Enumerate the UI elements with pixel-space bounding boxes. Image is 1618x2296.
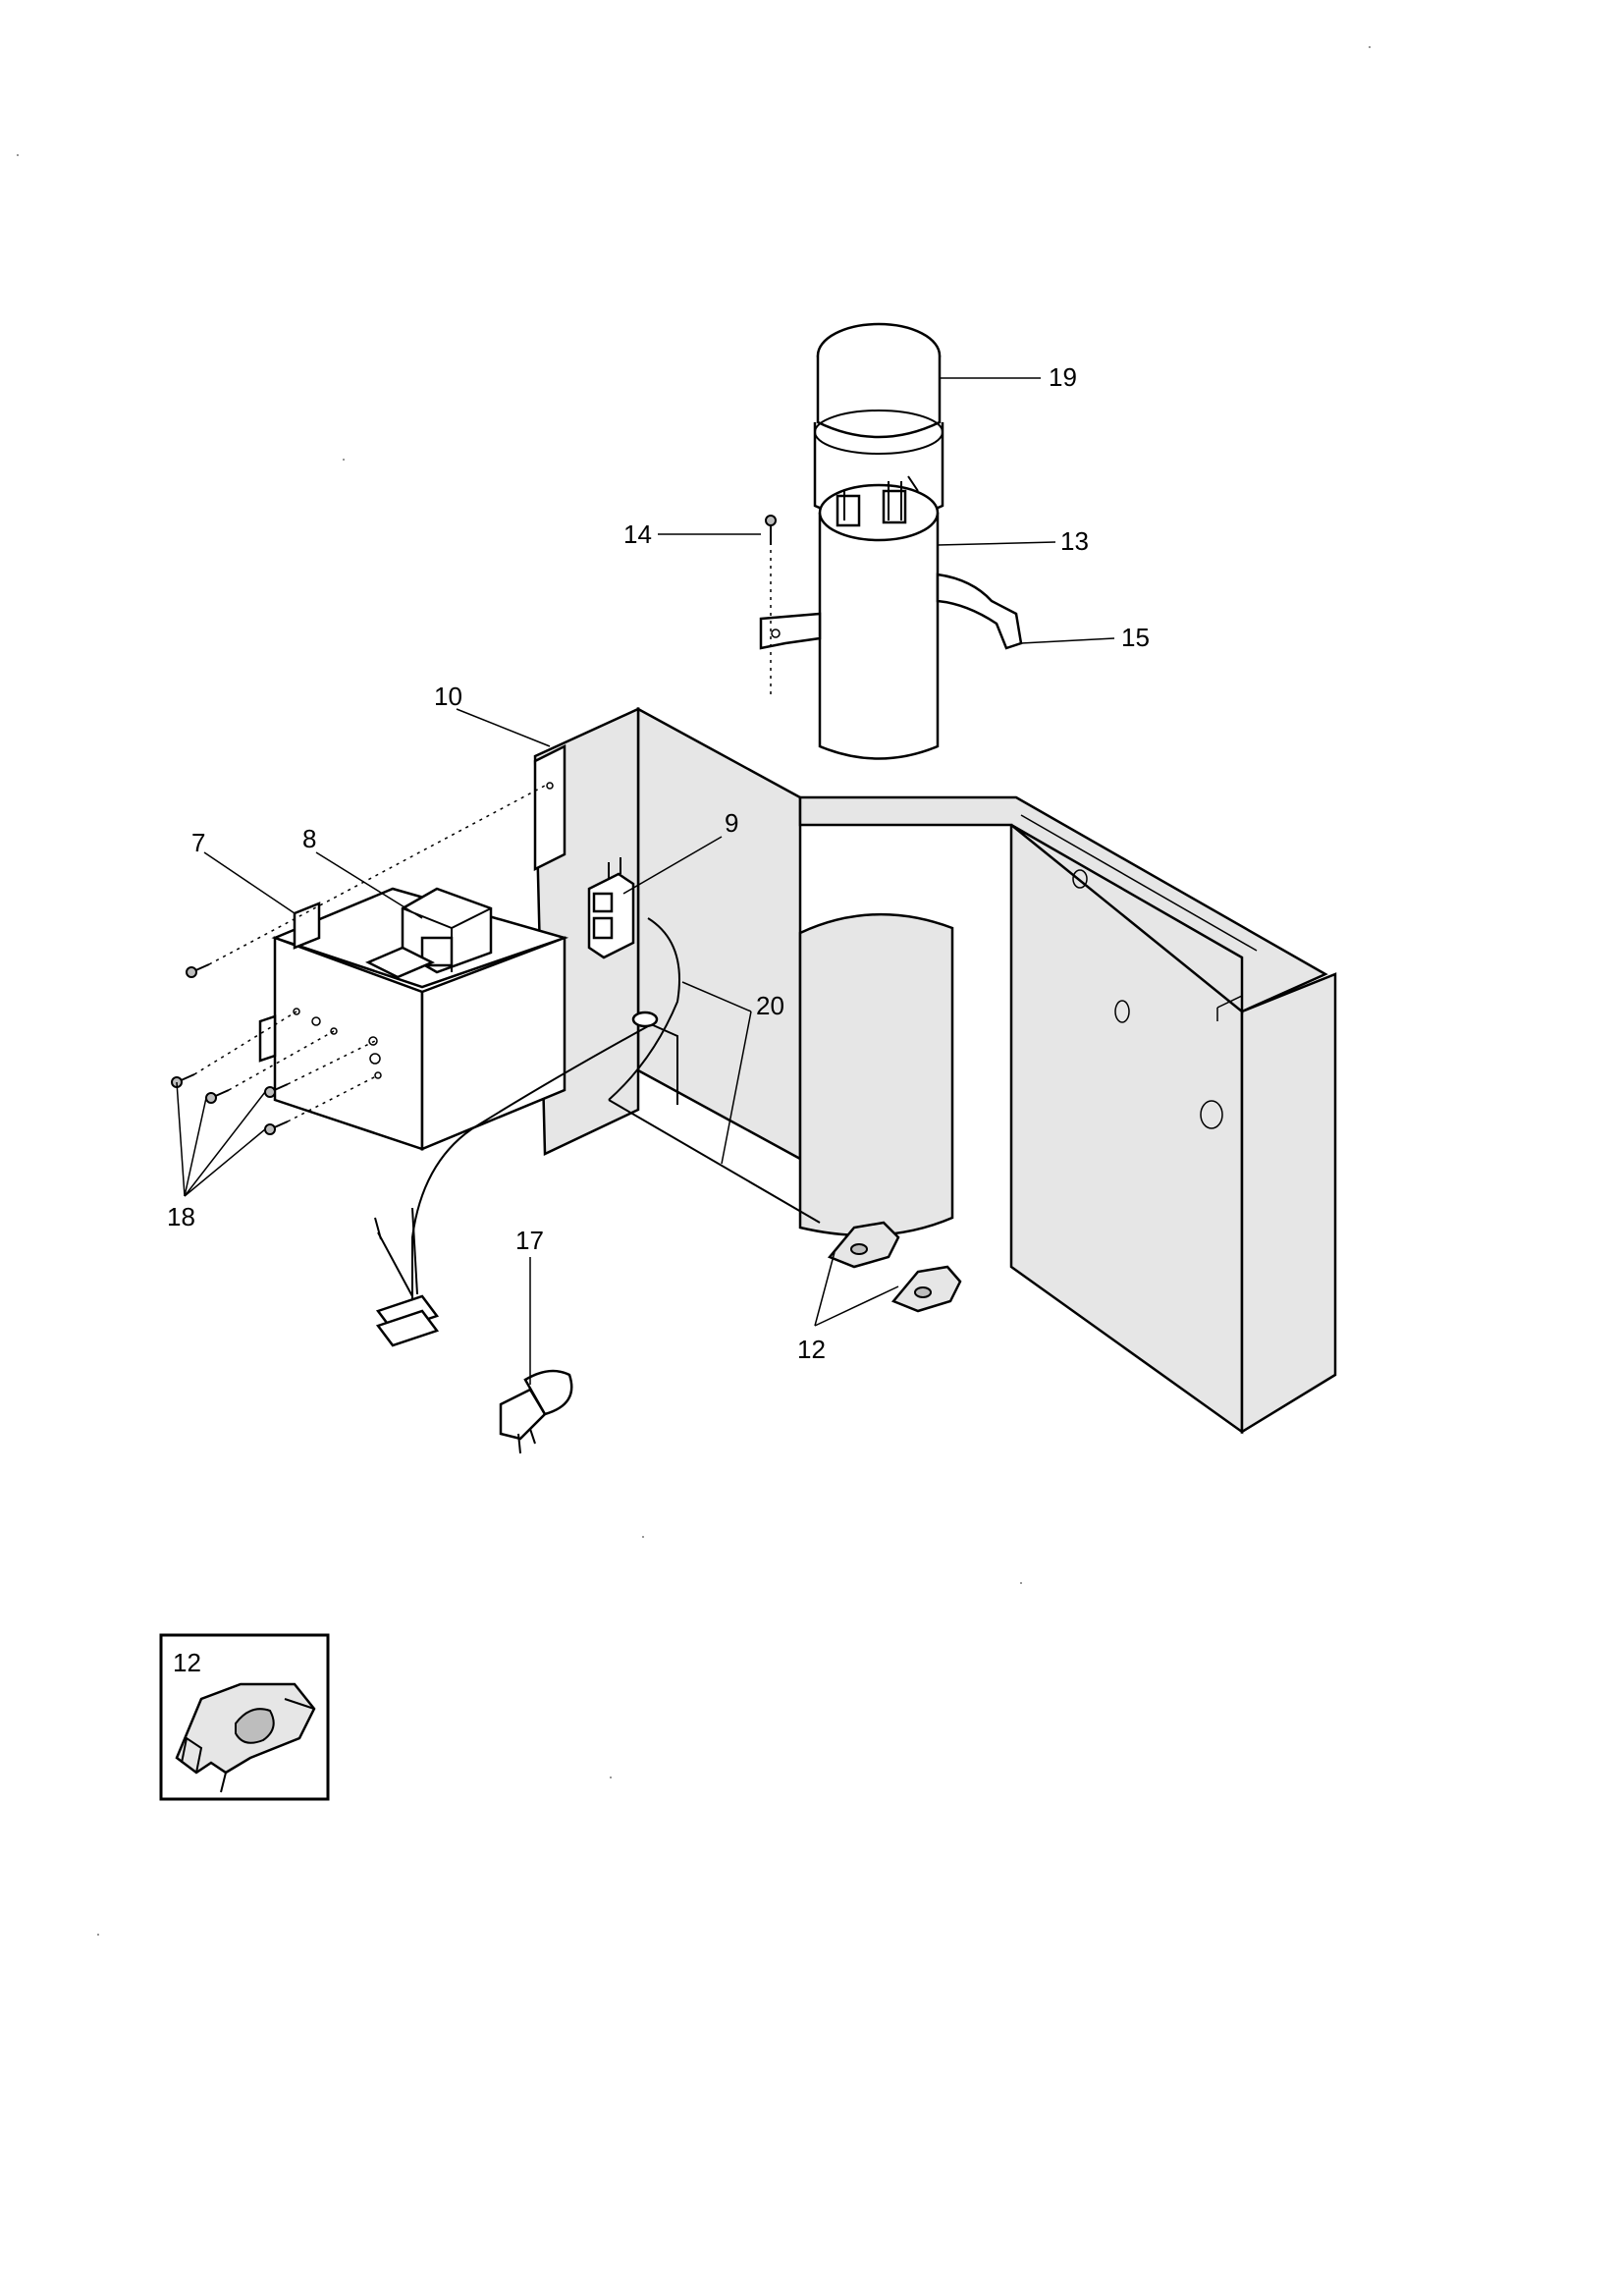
capacitor (818, 475, 940, 760)
retainer-clip (890, 1265, 962, 1313)
callout-labels: 19 13 15 14 10 7 8 9 20 18 17 12 (167, 362, 1150, 1364)
callout-14: 14 (623, 519, 652, 549)
power-plug (499, 1369, 573, 1454)
callout-8: 8 (302, 824, 316, 853)
callout-9: 9 (725, 808, 738, 838)
leader-lines (176, 377, 1115, 1385)
capacitor-shield (798, 912, 954, 1237)
callout-12: 12 (797, 1335, 826, 1364)
main-enclosure-panel (636, 706, 1337, 1435)
callout-7: 7 (191, 828, 205, 857)
callout-18: 18 (167, 1202, 195, 1231)
mounting-strap (759, 573, 1023, 650)
inset-label: 12 (173, 1648, 201, 1677)
screw (186, 785, 546, 978)
panel-hole (1072, 869, 1088, 889)
retainer-clip (827, 1221, 900, 1269)
callout-17: 17 (515, 1226, 544, 1255)
callout-19: 19 (1049, 362, 1077, 392)
ground-wire (608, 917, 821, 1224)
callout-15: 15 (1121, 623, 1150, 652)
screw-14 (765, 515, 777, 697)
power-cord (374, 1025, 649, 1454)
retainer-clip-detail (175, 1682, 316, 1793)
scan-specks (17, 46, 1371, 1936)
panel-hole (1114, 1000, 1130, 1023)
relay-component (365, 887, 493, 979)
inset-detail-12: 12 (159, 1633, 330, 1801)
callout-10: 10 (434, 682, 462, 711)
panel-hole (1200, 1100, 1223, 1129)
callout-20: 20 (756, 991, 784, 1020)
mounting-bracket (533, 743, 566, 872)
callout-13: 13 (1060, 526, 1089, 556)
control-box (258, 887, 569, 1151)
terminal-block (587, 857, 635, 959)
